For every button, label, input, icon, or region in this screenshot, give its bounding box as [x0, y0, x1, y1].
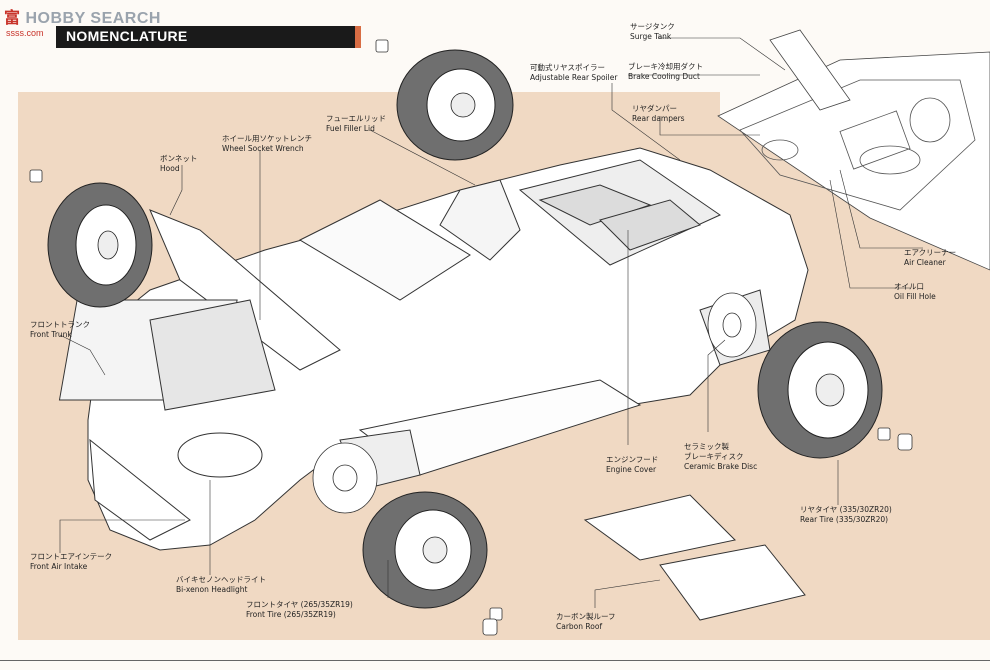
- label-wheel-socket-wrench-en: Wheel Socket Wrench: [222, 144, 304, 153]
- tire-rear-left: [396, 49, 514, 161]
- label-ceramic-brake-disc-ja1: セラミック製: [684, 442, 729, 451]
- label-adjustable-rear-spoiler-en: Adjustable Rear Spoiler: [530, 73, 618, 82]
- engine-inset: [717, 29, 990, 271]
- header-accent: [355, 26, 361, 48]
- label-carbon-roof-en: Carbon Roof: [556, 622, 603, 631]
- label-front-tire: フロントタイヤ (265/35ZR19) Front Tire (265/35Z…: [246, 600, 353, 620]
- label-brake-cooling-duct: ブレーキ冷却用ダクト Brake Cooling Duct: [628, 62, 703, 82]
- label-adjustable-rear-spoiler-ja: 可動式リヤスポイラー: [530, 63, 605, 72]
- label-carbon-roof-ja: カーボン製ルーフ: [556, 612, 616, 621]
- label-rear-dampers: リヤダンパー Rear dampers: [632, 104, 685, 124]
- watermark-prefix: 富: [4, 10, 21, 27]
- brake-discs: [312, 292, 757, 514]
- bottom-rule: [0, 660, 990, 661]
- label-hood-en: Hood: [160, 164, 180, 173]
- label-air-cleaner-en: Air Cleaner: [904, 258, 946, 267]
- label-brake-cooling-duct-en: Brake Cooling Duct: [628, 72, 700, 81]
- label-engine-cover-ja: エンジンフード: [606, 455, 659, 464]
- label-carbon-roof: カーボン製ルーフ Carbon Roof: [556, 612, 616, 632]
- watermark-brand: HOBBY SEARCH: [25, 10, 161, 27]
- label-rear-dampers-en: Rear dampers: [632, 114, 685, 123]
- label-wheel-socket-wrench: ホイール用ソケットレンチ Wheel Socket Wrench: [222, 134, 312, 154]
- label-surge-tank: サージタンク Surge Tank: [630, 22, 675, 42]
- leader-lines: [59, 37, 923, 608]
- label-hood: ボンネット Hood: [160, 154, 197, 174]
- label-air-cleaner: エアクリーナー Air Cleaner: [904, 248, 956, 268]
- label-rear-dampers-ja: リヤダンパー: [632, 104, 677, 113]
- label-air-cleaner-ja: エアクリーナー: [904, 248, 957, 257]
- page-title: NOMENCLATURE: [66, 28, 188, 44]
- label-brake-cooling-duct-ja: ブレーキ冷却用ダクト: [628, 62, 703, 71]
- label-wheel-socket-wrench-ja: ホイール用ソケットレンチ: [222, 134, 312, 143]
- label-front-trunk-ja: フロントトランク: [30, 320, 90, 329]
- label-front-air-intake: フロントエアインテーク Front Air Intake: [30, 552, 112, 572]
- label-rear-tire: リヤタイヤ (335/30ZR20) Rear Tire (335/30ZR20…: [800, 505, 892, 525]
- watermark-sub: ssss.com: [6, 28, 44, 38]
- label-front-trunk: フロントトランク Front Trunk: [30, 320, 90, 340]
- label-bi-xenon-headlight-en: Bi-xenon Headlight: [176, 585, 248, 594]
- label-front-tire-ja: フロントタイヤ (265/35ZR19): [246, 600, 353, 609]
- label-surge-tank-en: Surge Tank: [630, 32, 672, 41]
- label-front-air-intake-ja: フロントエアインテーク: [30, 552, 113, 561]
- site-watermark: 富 HOBBY SEARCH: [4, 4, 161, 28]
- label-front-trunk-en: Front Trunk: [30, 330, 72, 339]
- label-ceramic-brake-disc-en: Ceramic Brake Disc: [684, 462, 758, 471]
- label-bi-xenon-headlight: バイキセノンヘッドライト Bi-xenon Headlight: [176, 575, 266, 595]
- label-surge-tank-ja: サージタンク: [630, 22, 675, 31]
- label-ceramic-brake-disc-ja2: ブレーキディスク: [684, 452, 744, 461]
- tire-front-left: [47, 182, 153, 308]
- label-engine-cover: エンジンフード Engine Cover: [606, 455, 658, 475]
- label-ceramic-brake-disc: セラミック製 ブレーキディスク Ceramic Brake Disc: [684, 442, 757, 472]
- label-rear-tire-en: Rear Tire (335/30ZR20): [800, 515, 889, 524]
- label-adjustable-rear-spoiler: 可動式リヤスポイラー Adjustable Rear Spoiler: [530, 63, 617, 83]
- label-engine-cover-en: Engine Cover: [606, 465, 657, 474]
- label-front-air-intake-en: Front Air Intake: [30, 562, 88, 571]
- tire-front-right: [362, 491, 488, 609]
- wheel-nuts: [29, 39, 913, 636]
- label-fuel-filler-lid-en: Fuel Filler Lid: [326, 124, 375, 133]
- label-fuel-filler-lid-ja: フューエルリッド: [326, 114, 386, 123]
- label-oil-fill-hole-en: Oil Fill Hole: [894, 292, 936, 301]
- label-oil-fill-hole: オイル口 Oil Fill Hole: [894, 282, 936, 302]
- label-fuel-filler-lid: フューエルリッド Fuel Filler Lid: [326, 114, 386, 134]
- header-bar: [56, 26, 359, 48]
- label-rear-tire-ja: リヤタイヤ (335/30ZR20): [800, 505, 892, 514]
- label-hood-ja: ボンネット: [160, 154, 198, 163]
- label-oil-fill-hole-ja: オイル口: [894, 282, 924, 291]
- label-front-tire-en: Front Tire (265/35ZR19): [246, 610, 336, 619]
- label-bi-xenon-headlight-ja: バイキセノンヘッドライト: [176, 575, 266, 584]
- tire-rear-right: [757, 321, 883, 459]
- carbon-roof-panels: [583, 494, 806, 621]
